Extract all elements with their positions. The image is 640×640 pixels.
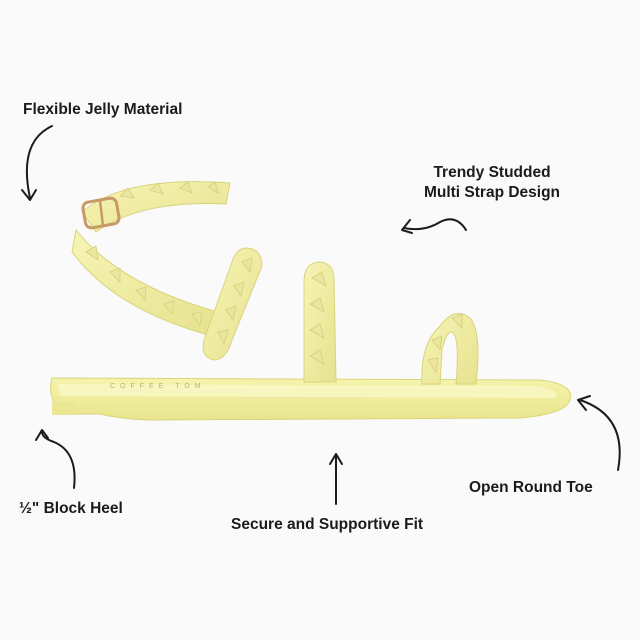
- annotation-block-heel: ½" Block Heel: [19, 500, 123, 517]
- ankle-strap: [71, 181, 231, 337]
- curved-arrow-icon: [21, 125, 53, 201]
- curved-arrow-icon: [577, 395, 621, 471]
- sandal-sole: COFFEE TOM: [50, 377, 572, 421]
- strap-one: [202, 247, 263, 361]
- annotation-studded-line-2: Multi Strap Design: [423, 184, 561, 201]
- strap-two: [303, 261, 337, 383]
- curved-arrow-icon: [35, 429, 76, 489]
- annotation-open-toe: Open Round Toe: [469, 479, 593, 496]
- annotation-studded-design: Trendy Studded Multi Strap Design: [402, 163, 582, 203]
- toe-loop: [421, 313, 479, 385]
- curved-arrow-icon: [329, 453, 343, 505]
- annotation-studded-line-1: Trendy Studded: [433, 164, 551, 181]
- annotation-flexible-material: Flexible Jelly Material: [23, 101, 183, 118]
- annotation-supportive-fit: Secure and Supportive Fit: [231, 516, 424, 533]
- curved-arrow-icon: [401, 218, 467, 234]
- buckle: [81, 196, 121, 230]
- insole-brand-text: COFFEE TOM: [110, 383, 206, 390]
